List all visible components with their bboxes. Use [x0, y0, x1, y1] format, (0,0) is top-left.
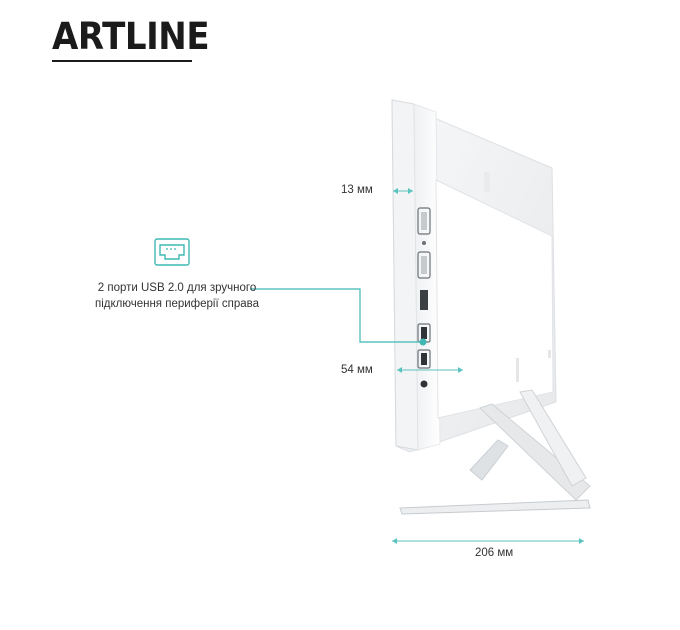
depth-label: 54 мм	[341, 364, 373, 376]
logo-underline	[52, 60, 192, 62]
base-width-label: 206 мм	[475, 547, 514, 559]
port-panel	[417, 207, 431, 388]
thickness-label: 13 мм	[341, 184, 373, 196]
monitor-stand	[399, 389, 591, 515]
artline-logo: ARTLINE	[52, 15, 210, 58]
monitor-body	[391, 99, 557, 453]
usb-callout-text: 2 порти USB 2.0 для зручного підключення…	[94, 282, 260, 310]
dimension-lines	[392, 188, 584, 544]
callout-leader	[250, 288, 427, 346]
usb-port-icon	[154, 238, 190, 271]
